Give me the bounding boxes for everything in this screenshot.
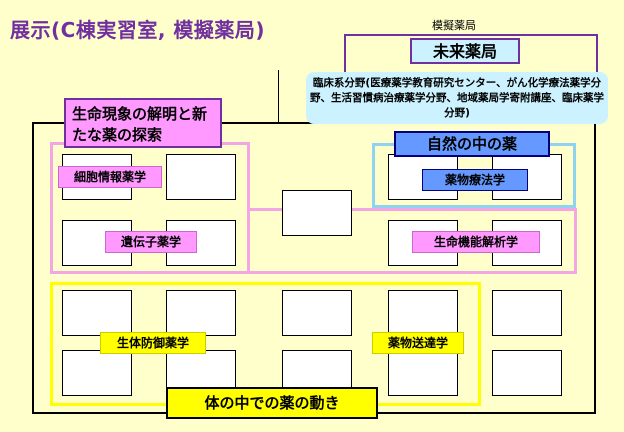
future-pharmacy-label: 未来薬局 — [410, 38, 520, 64]
room — [62, 350, 132, 396]
room — [388, 350, 458, 396]
page-title: 展示(C棟実習室, 模擬薬局) — [10, 18, 266, 42]
room — [492, 290, 562, 336]
room — [166, 290, 236, 336]
pink-region-right — [574, 208, 577, 274]
lab-biodefense: 生体防御薬学 — [100, 332, 206, 354]
room — [282, 190, 352, 236]
lab-cell-information: 細胞情報薬学 — [58, 166, 162, 188]
room — [388, 290, 458, 336]
lab-pharmacognosy: 薬物療法学 — [422, 169, 528, 191]
lab-drug-delivery: 薬物送達学 — [372, 332, 464, 354]
mock-pharmacy-bracket — [344, 34, 598, 79]
theme-life-phenomena-label: 生命現象の解明と新たな薬の探索 — [64, 98, 222, 148]
leader-line — [278, 70, 279, 123]
pink-region-step — [247, 208, 577, 211]
lab-life-function-analysis: 生命機能解析学 — [412, 231, 540, 253]
theme-drug-movement-label: 体の中での薬の動き — [166, 387, 378, 419]
room — [62, 290, 132, 336]
room — [166, 154, 236, 200]
future-pharmacy-note: 臨床系分野(医療薬学教育研究センター、がん化学療法薬学分野、生活習慣病治療薬学分… — [306, 72, 608, 124]
mock-pharmacy-caption: 模擬薬局 — [432, 19, 476, 32]
room — [492, 350, 562, 396]
theme-nature-label: 自然の中の薬 — [394, 131, 550, 157]
room — [282, 290, 352, 336]
lab-genetics: 遺伝子薬学 — [105, 231, 197, 253]
